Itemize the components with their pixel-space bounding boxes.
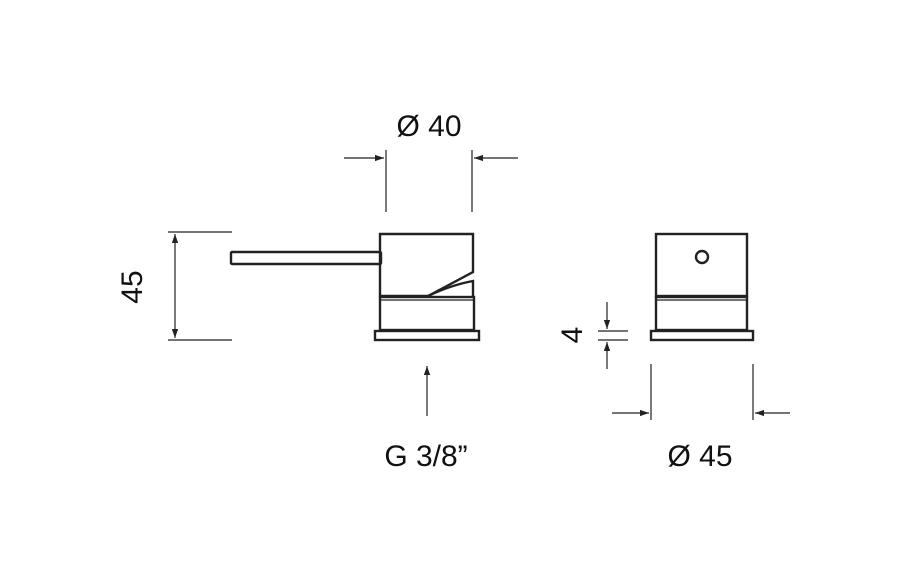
side-view — [229, 232, 481, 342]
mixer-base — [373, 329, 481, 342]
connection-callout: G 3/8” — [384, 366, 468, 473]
front-view — [649, 232, 755, 342]
dimension-base-diameter: Ø 45 — [612, 364, 790, 473]
base-height-label: 4 — [556, 327, 589, 344]
front-base — [649, 329, 755, 342]
front-body-lower — [654, 295, 749, 332]
indicator-dot — [694, 249, 710, 265]
lever-handle — [229, 250, 383, 266]
base-diameter-label: Ø 45 — [667, 440, 732, 473]
front-body-upper — [654, 232, 749, 298]
connection-label: G 3/8” — [384, 440, 467, 473]
dimension-top-diameter: Ø 40 — [344, 110, 518, 212]
height-label: 45 — [116, 270, 149, 303]
top-diameter-label: Ø 40 — [396, 110, 461, 143]
mixer-body-cut — [427, 279, 475, 298]
mixer-body-lower — [378, 295, 476, 332]
dimension-base-height: 4 — [556, 302, 628, 369]
dimension-height: 45 — [116, 231, 232, 341]
mixer-body-upper — [378, 232, 475, 298]
